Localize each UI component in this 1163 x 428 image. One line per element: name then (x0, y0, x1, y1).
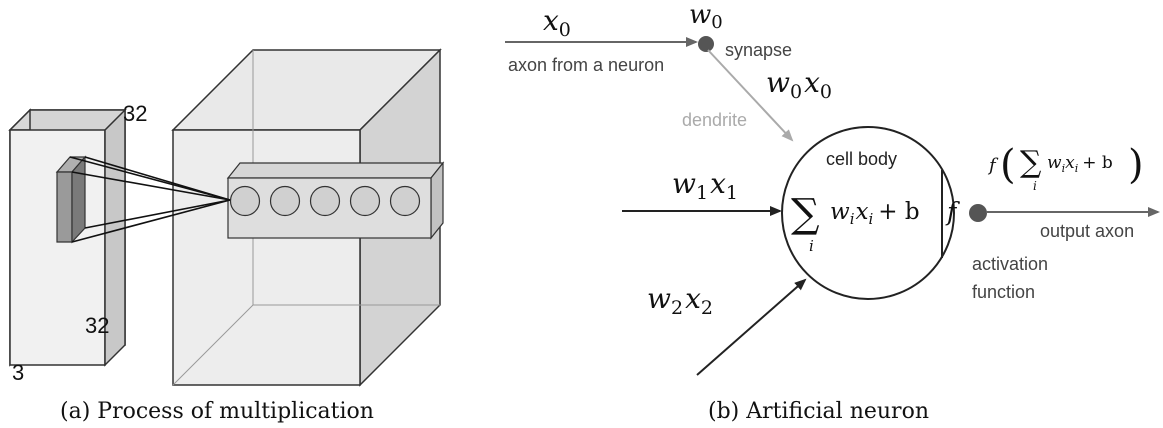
dimension-label-top: 32 (123, 101, 147, 126)
connection-lines (69, 156, 231, 243)
synapse-label: synapse (725, 40, 792, 60)
caption-a: (a) Process of multiplication (60, 399, 374, 424)
cell-body (781, 126, 955, 300)
sum-symbol: ∑ (791, 191, 820, 237)
product-w2x2: w2x2 (647, 282, 713, 319)
neuron-circle (229, 185, 261, 217)
neuron-circle (309, 185, 341, 217)
output-axon-label: output axon (1040, 221, 1134, 241)
dendrite-label: dendrite (682, 110, 747, 130)
neuron-circle (269, 185, 301, 217)
neuron-column (226, 161, 445, 240)
svg-text:(: ( (1000, 142, 1016, 188)
product-w1x1: w1x1 (672, 167, 738, 204)
receptive-field (55, 155, 87, 244)
cell-body-label: cell body (826, 149, 897, 169)
dimension-label-bottom: 32 (85, 313, 109, 338)
svg-text:∑: ∑ (1020, 145, 1042, 180)
synapse-dot (698, 36, 714, 52)
caption-b: (b) Artificial neuron (708, 399, 929, 424)
activation-label-line2: function (972, 282, 1035, 302)
svg-text:i: i (1033, 179, 1037, 193)
svg-text:): ) (1128, 142, 1144, 188)
svg-text:wixi+ b: wixi+ b (1047, 153, 1113, 175)
activation-f-symbol: f (945, 197, 960, 226)
dendrite-line (707, 49, 794, 142)
activation-dot (969, 204, 987, 222)
activation-label-line1: activation (972, 254, 1048, 274)
neuron-circle (389, 185, 421, 217)
sum-index: i (809, 237, 814, 255)
dimension-label-depth: 3 (12, 360, 24, 385)
left-diagram: 32 32 3 (a) Process of multiplication (8, 48, 445, 424)
sum-body: wixi+ b (830, 199, 920, 228)
output-formula: f ( ∑ i wixi+ b ) (987, 142, 1144, 193)
weight-w0: w0 (689, 0, 723, 33)
input-arrow-2 (696, 278, 807, 376)
neuron-circle (349, 185, 381, 217)
input-x0: x0 (543, 4, 571, 41)
product-w0x0: w0x0 (766, 66, 832, 103)
svg-text:f: f (987, 155, 999, 176)
axon-label: axon from a neuron (508, 55, 664, 75)
right-diagram: x0 w0 synapse axon from a neuron w0x0 de… (505, 0, 1160, 424)
